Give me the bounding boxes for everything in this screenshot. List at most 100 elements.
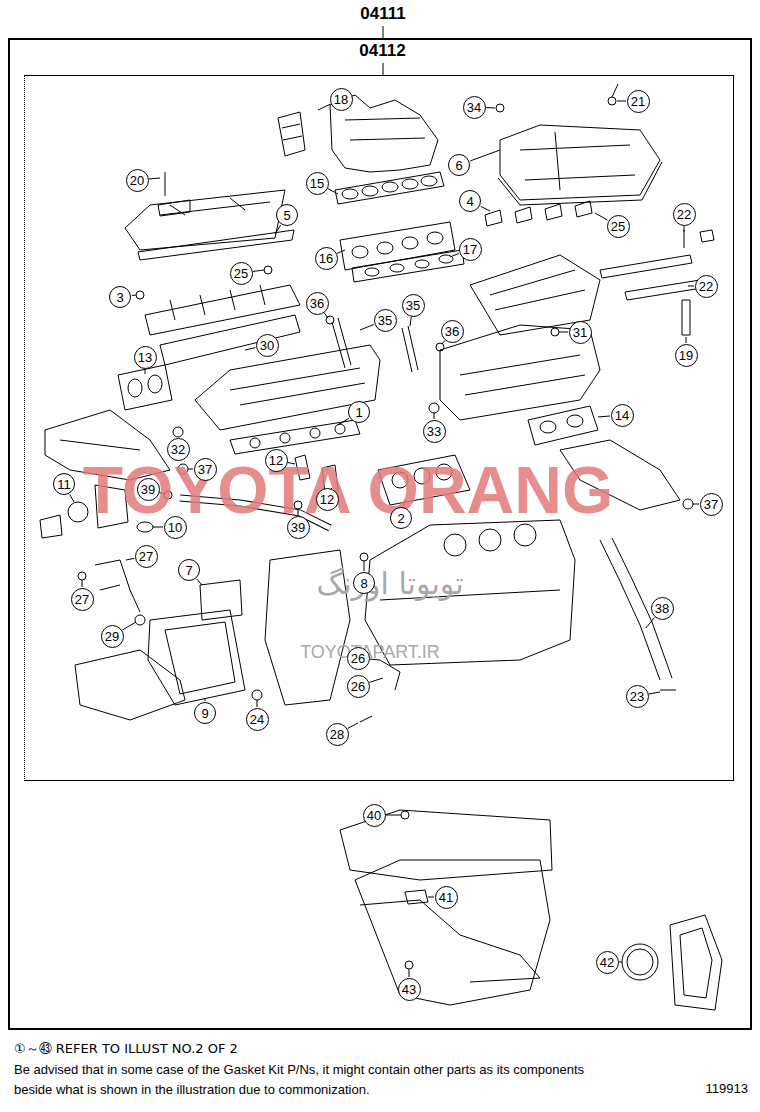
part-outline: [352, 250, 464, 282]
callout-circle: 6: [448, 154, 470, 176]
callout-circle: 41: [435, 886, 458, 909]
leader-line: [481, 206, 490, 211]
callout-circle: 24: [246, 708, 269, 731]
callout-circle: 39: [137, 478, 160, 501]
callout-number: 39: [291, 521, 305, 534]
part-outline: [612, 84, 618, 97]
part-outline: [496, 104, 504, 112]
callout-circle: 21: [627, 90, 650, 113]
part-outline: [514, 524, 536, 546]
callout-circle: 3: [109, 286, 131, 308]
part-outline: [479, 529, 501, 551]
part-outline: [670, 915, 722, 1010]
callout-number: 26: [351, 652, 365, 665]
callout-number: 35: [406, 299, 420, 312]
leader-line: [409, 969, 410, 977]
callout-number: 22: [677, 208, 691, 221]
callout-circle: 19: [675, 344, 698, 367]
callout-circle: 17: [459, 238, 482, 261]
part-outline: [600, 538, 672, 680]
callout-circle: 8: [353, 572, 375, 594]
part-number: 04112: [359, 41, 405, 61]
callout-number: 42: [600, 956, 614, 969]
callout-circle: 9: [194, 702, 216, 724]
part-outline: [700, 230, 714, 242]
callout-number: 6: [455, 159, 462, 172]
leader-line: [619, 962, 622, 963]
part-outline: [158, 172, 190, 216]
kit-subframe: 0411218342120654252215161725322363535363…: [24, 75, 734, 781]
leader-line: [559, 332, 568, 333]
callout-number: 34: [467, 101, 481, 114]
callout-number: 33: [427, 425, 441, 438]
leader-line: [328, 189, 338, 194]
callout-circle: 13: [134, 346, 157, 369]
part-outline: [401, 811, 409, 819]
leader-line: [434, 413, 435, 419]
leader-line: [70, 494, 74, 502]
part-outline: [600, 255, 692, 278]
callout-number: 5: [283, 209, 290, 222]
part-outline: [230, 368, 365, 405]
leader-line: [348, 723, 358, 728]
part-outline: [390, 264, 404, 272]
leader-line: [275, 225, 281, 234]
callout-number: 22: [699, 280, 713, 293]
callout-circle: 27: [71, 588, 94, 611]
leader-line: [149, 178, 160, 180]
part-outline: [250, 438, 260, 448]
callout-circle: 16: [315, 247, 338, 270]
leader-line: [318, 104, 330, 110]
callout-circle: 29: [101, 625, 124, 648]
watermark: TOYOTA ORANG: [83, 452, 613, 528]
part-outline: [264, 266, 272, 274]
callout-number: 24: [250, 713, 264, 726]
callout-circle: 42: [596, 951, 619, 974]
leader-line: [324, 313, 328, 318]
part-outline: [360, 900, 540, 982]
leader-line: [126, 558, 134, 560]
callout-number: 7: [185, 564, 192, 577]
leader-line: [595, 213, 608, 220]
part-outline: [498, 162, 662, 205]
leader-group: [70, 101, 699, 977]
part-outline: [280, 433, 290, 443]
leader-line: [470, 150, 500, 161]
part-outline: [345, 118, 425, 140]
callout-circle: 36: [306, 292, 329, 315]
callout-circle: 33: [423, 420, 446, 443]
leader-line: [598, 416, 610, 417]
part-outline: [625, 280, 702, 300]
part-outline: [485, 201, 592, 226]
callout-number: 15: [310, 177, 324, 190]
part-outline: [360, 553, 368, 561]
callout-circle: 23: [626, 685, 649, 708]
leader-line: [383, 63, 384, 75]
callout-circle: 39: [287, 516, 310, 539]
part-outline: [173, 427, 183, 437]
part-outline: [427, 232, 443, 244]
callout-number: 3: [116, 291, 123, 304]
part-outline: [60, 440, 140, 450]
part-outline: [342, 189, 358, 199]
part-outline: [138, 230, 294, 260]
callout-number: 23: [630, 690, 644, 703]
part-outline: [145, 285, 300, 335]
callout-circle: 18: [330, 88, 353, 111]
leader-line: [245, 348, 255, 350]
callout-number: 36: [310, 297, 324, 310]
part-outline: [95, 560, 140, 612]
part-outline: [365, 268, 379, 276]
callout-number: 17: [463, 243, 477, 256]
part-outline: [310, 428, 320, 438]
part-outline: [340, 222, 455, 270]
part-outline: [160, 198, 270, 215]
callout-number: 37: [198, 463, 212, 476]
callout-circle: 4: [459, 190, 481, 212]
callout-circle: 5: [276, 204, 298, 226]
callout-circle: 38: [651, 597, 674, 620]
watermark: تویوتا اورنگ: [316, 566, 463, 601]
callout-number: 32: [171, 443, 185, 456]
callout-circle: 43: [398, 978, 421, 1001]
